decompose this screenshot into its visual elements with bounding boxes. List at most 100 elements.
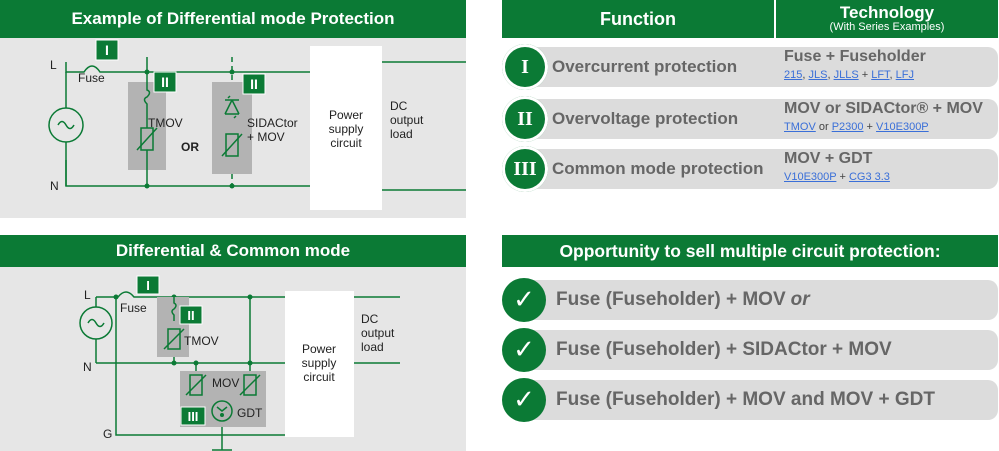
badge-i-2-text: I [146,278,150,293]
row-function: Overcurrent protection [552,57,738,76]
tmov-label-2: TMOV [184,334,219,348]
row-technology: Fuse + Fuseholder 215, JLS, JLLS + LFT, … [774,47,998,87]
opportunity-item: ✓ Fuse (Fuseholder) + MOV or [502,278,998,322]
opportunity-text-main: Fuse (Fuseholder) + MOV [556,289,786,310]
tmov-label: TMOV [148,116,183,130]
opportunity-text-main: Fuse (Fuseholder) + SIDACtor + MOV [556,339,892,360]
badge-iii-2-text: III [188,409,199,424]
dc-label-2-1: DC [361,312,379,326]
check-icon: ✓ [502,278,546,322]
row-numeral: I [502,44,548,90]
opportunity-text: Fuse (Fuseholder) + MOV or [556,278,810,322]
psu-label-2-1: Power [302,342,336,356]
series-link[interactable]: TMOV [784,121,816,133]
differential-common-mode-title: Differential & Common mode [0,235,466,267]
badge-i-text: I [105,42,109,58]
sidactor-box [212,82,252,174]
series-link[interactable]: LFT [871,69,890,81]
series-link[interactable]: JLLS [833,69,859,81]
series-link[interactable]: JLS [808,69,828,81]
row-examples: 215, JLS, JLLS + LFT, LFJ [784,69,914,81]
power-supply-box [310,46,382,210]
opportunity-text: Fuse (Fuseholder) + SIDACtor + MOV [556,328,892,372]
separator-text: , [889,69,896,81]
badge-ii-sidactor [242,73,266,95]
fuse-label: Fuse [78,71,105,85]
badge-ii-sidactor-text: II [250,76,258,92]
separator-text: or [815,121,832,133]
row-bar [522,149,998,189]
check-icon: ✓ [502,328,546,372]
row-technology-name: MOV + GDT [784,150,873,167]
gdt-label-2: GDT [237,406,263,420]
check-icon: ✓ [502,378,546,422]
psu-label-2-3: circuit [303,370,335,384]
separator-text: , [802,69,809,81]
psu-label-2-2: supply [302,356,337,370]
series-link[interactable]: V10E300P [784,171,837,183]
separator-text: + [858,69,872,81]
separator-text: , [827,69,834,81]
row-numeral: II [502,96,548,142]
psu-label-1: Power [329,108,363,122]
badge-i-2 [136,275,160,295]
series-link[interactable]: CG3 3.3 [848,171,890,183]
sidactor-label: SIDACtor [247,116,298,130]
row-examples: TMOV or P2300 + V10E300P [784,121,929,133]
series-link[interactable]: V10E300P [876,121,929,133]
dc-label-2: output [390,113,424,127]
opportunity-text: Fuse (Fuseholder) + MOV and MOV + GDT [556,378,935,422]
fuse-label-2: Fuse [120,301,147,315]
line-g-label-2: G [103,427,112,441]
row-bar [522,47,998,87]
badge-ii-tmov [153,71,177,93]
line-n-label-2: N [83,360,92,374]
row-technology: MOV + GDT V10E300P + CG3 3.3 [774,149,998,189]
opportunity-text-main: Fuse (Fuseholder) + MOV and MOV + GDT [556,389,935,410]
differential-mode-panel: Example of Differential mode Protection [0,0,466,218]
opportunity-item: ✓ Fuse (Fuseholder) + MOV and MOV + GDT [502,378,998,422]
sidactor-mov-label: + MOV [247,130,285,144]
or-label: OR [181,140,199,154]
opportunity-text-suffix: or [790,289,810,310]
differential-mode-diagram: I II II L N Fuse TMOV OR SIDACtor + MOV … [48,39,466,210]
opportunity-item: ✓ Fuse (Fuseholder) + SIDACtor + MOV [502,328,998,372]
table-row: II Overvoltage protection MOV or SIDACto… [502,96,998,142]
badge-i [95,39,119,61]
row-examples: V10E300P + CG3 3.3 [784,171,890,183]
function-header-text: Function [600,8,676,29]
technology-header-text: Technology [839,3,935,22]
psu-label-2: supply [329,122,364,136]
separator-text: + [836,171,849,183]
function-header: Function [502,0,774,38]
row-technology: MOV or SIDACtor® + MOV TMOV or P2300 + V… [774,99,998,139]
differential-common-mode-panel: Differential & Common mode [0,235,466,451]
separator-text: + [863,121,877,133]
opportunity-bar [522,380,998,420]
opportunity-title: Opportunity to sell multiple circuit pro… [502,235,998,267]
power-supply-box-2 [285,291,354,437]
badge-ii-2-text: II [187,308,194,323]
differential-mode-title: Example of Differential mode Protection [0,0,466,38]
line-l-label: L [50,58,57,72]
badge-ii-tmov-text: II [161,74,169,90]
opportunity-bar [522,330,998,370]
table-row: III Common mode protection MOV + GDT V10… [502,146,998,192]
psu-label-3: circuit [330,136,362,150]
line-n-label: N [50,179,59,193]
dc-label-2-2: output [361,326,395,340]
series-link[interactable]: P2300 [831,121,864,133]
row-technology-name: MOV or SIDACtor® + MOV [784,100,983,117]
technology-header: Technology (With Series Examples) [776,0,998,38]
series-link[interactable]: 215 [784,69,803,81]
technology-subheader-text: (With Series Examples) [829,21,945,33]
row-function: Common mode protection [552,159,764,178]
series-link[interactable]: LFJ [895,69,915,81]
differential-common-mode-diagram: I II III L N G Fuse TMOV MOV GDT Power s… [79,275,400,451]
badge-iii-2 [180,406,206,426]
badge-ii-2 [179,305,203,325]
row-function: Overvoltage protection [552,109,739,128]
opportunity-bar [522,280,998,320]
table-row: I Overcurrent protection Fuse + Fusehold… [502,44,998,90]
mov-label-2: MOV [212,376,239,390]
